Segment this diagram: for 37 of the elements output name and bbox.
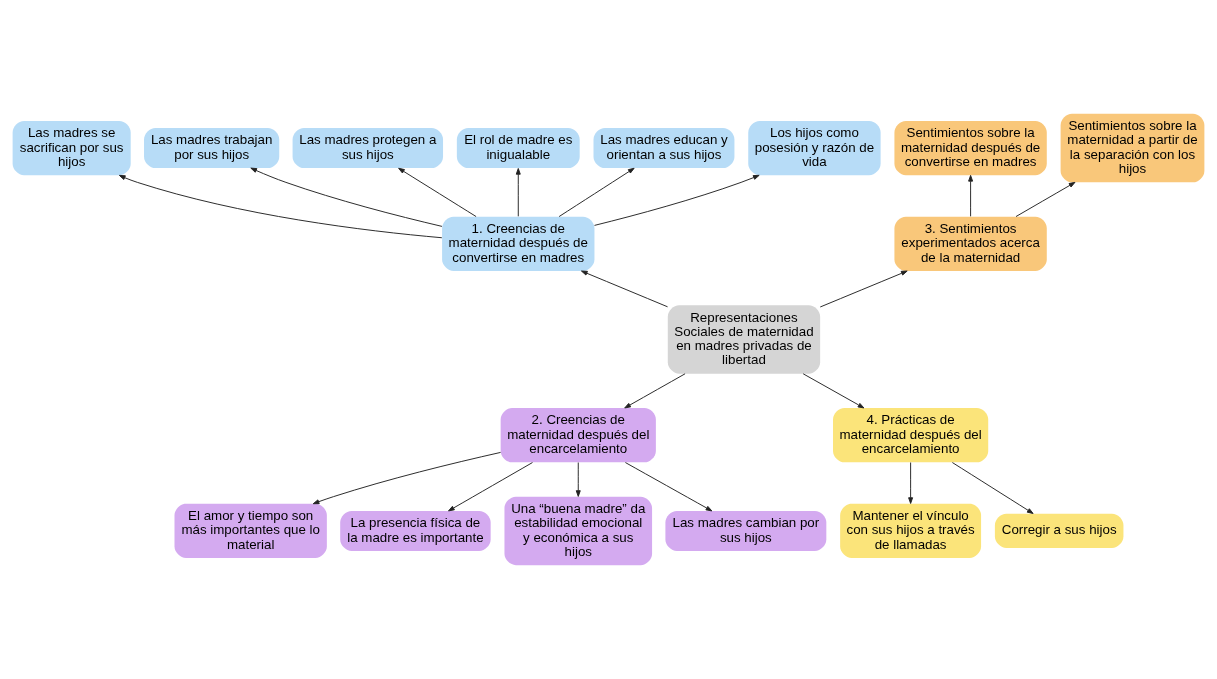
arrow — [575, 462, 581, 497]
node-box: Los hijos como posesión y razón de vida — [748, 120, 881, 176]
node-box: 4. Prácticas de maternidad después del encarcelamiento — [833, 408, 989, 463]
node-box: 2. Creencias de maternidad después del encarcelamiento — [500, 408, 656, 463]
node-box: Sentimientos sobre la maternidad a partir de la separación con los hijos — [1060, 113, 1205, 183]
node-box: Mantener el vínculo con sus hijos a través de llamadas — [840, 503, 982, 559]
arrow — [624, 462, 713, 512]
arrow — [968, 174, 974, 217]
arrow — [312, 451, 502, 505]
arrow — [819, 270, 908, 308]
arrow — [802, 373, 865, 409]
arrow — [448, 462, 533, 512]
arrow — [558, 167, 635, 218]
arrow — [398, 167, 477, 218]
arrow — [1015, 181, 1076, 217]
node-box: Una “buena madre” da estabilidad emocional y económica a sus hijos — [504, 496, 653, 566]
arrow — [515, 168, 521, 217]
node-box: El rol de madre es inigualable — [456, 128, 580, 169]
arrow — [908, 462, 914, 504]
node-box: La presencia física de la madre es importante — [340, 510, 491, 551]
node-box: 1. Creencias de maternidad después de convertirse en madres — [442, 216, 595, 271]
arrow — [624, 373, 686, 409]
node-box: El amor y tiempo son más importantes que lo material — [174, 503, 327, 559]
node-box: Las madres trabajan por sus hijos — [144, 128, 280, 169]
node-box: Representaciones Sociales de maternidad en madres privadas de libertad — [667, 305, 821, 374]
arrow — [250, 167, 443, 227]
node-box: Corregir a sus hijos — [994, 513, 1124, 549]
arrow — [580, 270, 669, 308]
node-box: Sentimientos sobre la maternidad después de convertirse en madres — [894, 120, 1047, 176]
arrow — [951, 462, 1034, 514]
arrow — [118, 174, 443, 239]
node-box: Las madres protegen a sus hijos — [292, 128, 444, 169]
node-box: 3. Sentimientos experimentados acerca de la maternidad — [894, 216, 1047, 271]
node-box: Las madres se sacrifican por sus hijos — [12, 120, 131, 176]
node-box: Las madres cambian por sus hijos — [665, 510, 827, 551]
arrow — [594, 174, 760, 226]
node-box: Las madres educan y orientan a sus hijos — [593, 128, 735, 169]
